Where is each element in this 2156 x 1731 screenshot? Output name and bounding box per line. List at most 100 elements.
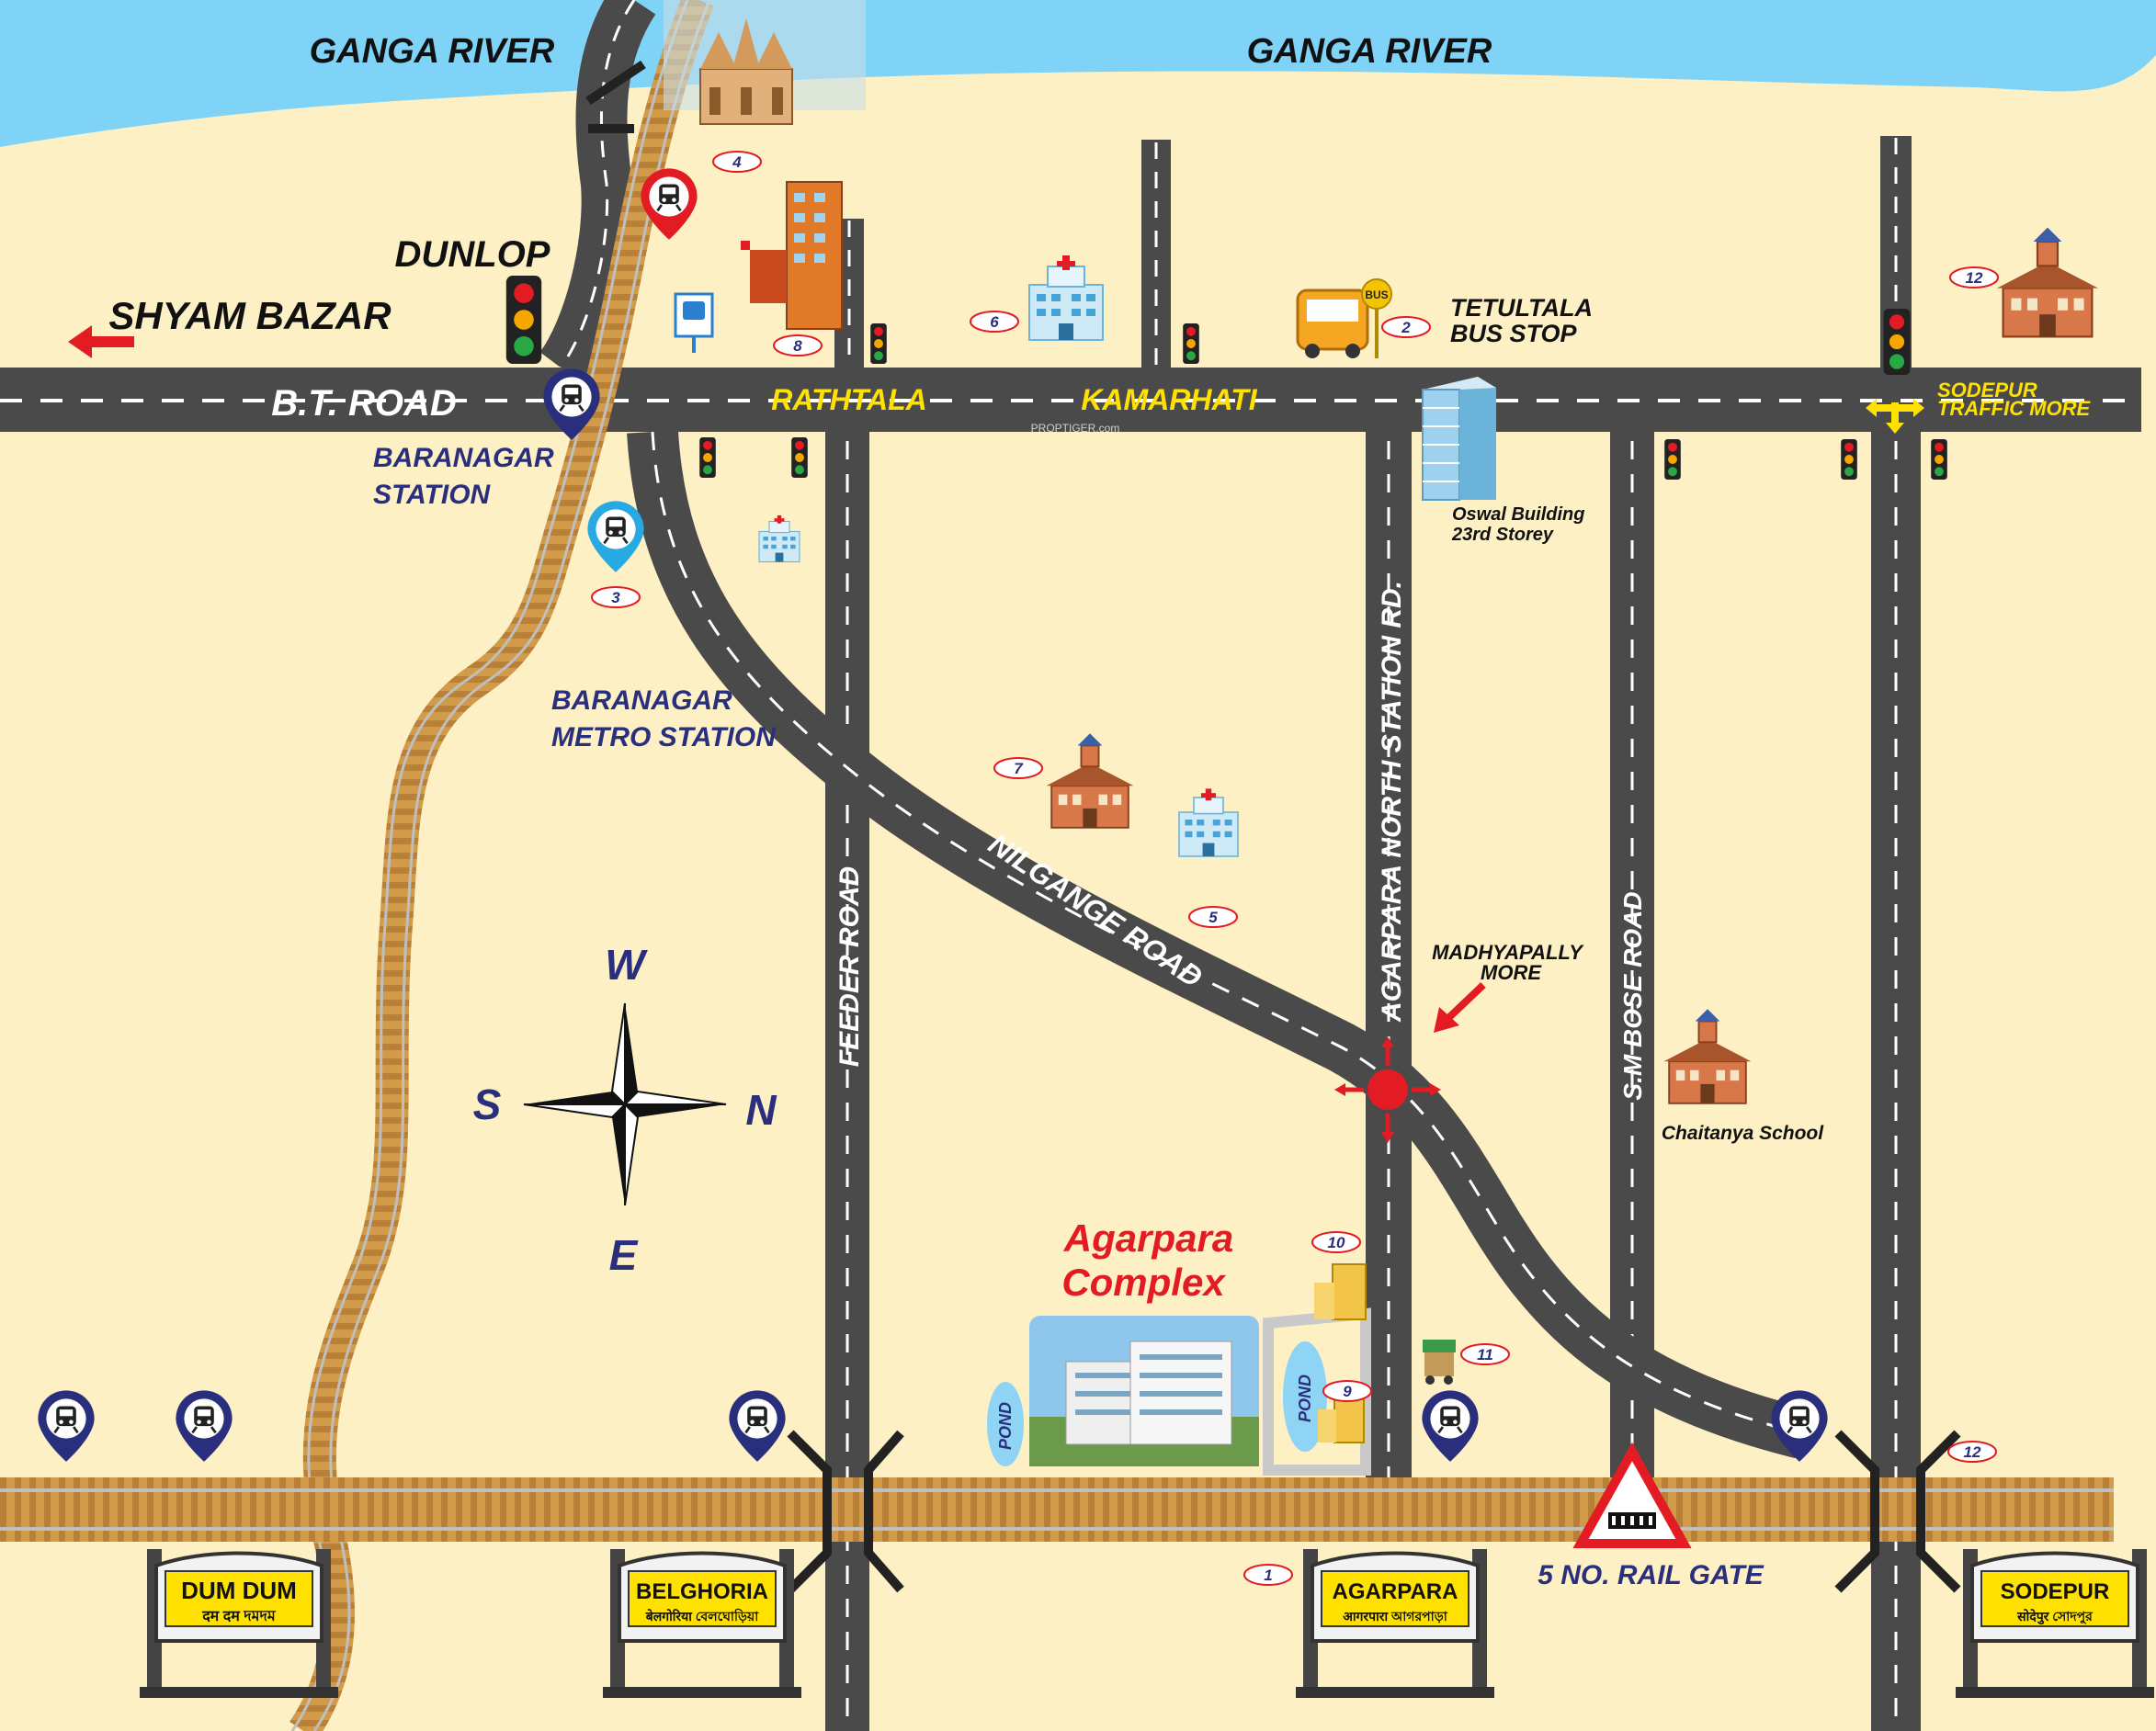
arrow-icon xyxy=(68,325,134,358)
label-sodepur-more-1: SODEPUR xyxy=(1937,379,2037,402)
ganga-river xyxy=(0,0,2156,147)
school-icon xyxy=(1045,732,1135,829)
metro-marker-icon[interactable] xyxy=(1421,1389,1480,1464)
project-name-line2: Complex xyxy=(1061,1261,1226,1304)
hospital-icon xyxy=(758,515,800,563)
label-oswal-1: Oswal Building xyxy=(1452,504,1584,525)
station-board: AGARPARA आगरपारा আগরপাড়া xyxy=(1296,1549,1494,1698)
school-icon xyxy=(1995,226,2100,338)
svg-text:बेलगोरिया বেলঘোড়িয়া: बेलगोरिया বেলঘোড়িয়া xyxy=(645,1608,759,1624)
watermark: PROPTIGER.com xyxy=(1031,422,1120,435)
traffic-light-icon xyxy=(1931,439,1947,480)
marker-badge[interactable]: 1 xyxy=(1243,1564,1293,1586)
traffic-light-icon xyxy=(791,437,808,478)
svg-text:BUS: BUS xyxy=(1365,288,1388,301)
metro-marker-icon[interactable] xyxy=(728,1389,787,1464)
river-label-right: GANGA RIVER xyxy=(1247,32,1492,71)
label-tetultala-2: BUS STOP xyxy=(1450,320,1578,347)
svg-text:2: 2 xyxy=(1401,319,1411,336)
rail-barriers xyxy=(787,1430,1961,1593)
marker-badge[interactable]: 11 xyxy=(1460,1343,1510,1365)
compass-e: E xyxy=(609,1231,639,1279)
svg-text:4: 4 xyxy=(732,153,742,171)
svg-text:SODEPUR: SODEPUR xyxy=(2001,1579,2110,1604)
gate-landmark-icon xyxy=(1314,1263,1367,1320)
marker-badge[interactable]: 3 xyxy=(591,586,641,608)
metro-marker-icon[interactable] xyxy=(37,1389,96,1464)
traffic-light-icon xyxy=(870,323,887,364)
marker-badge[interactable]: 2 xyxy=(1381,316,1431,338)
svg-text:आगरपारा আগরপাড়া: आगरपारा আগরপাড়া xyxy=(1343,1609,1447,1624)
label-rathtala: RATHTALA xyxy=(771,383,926,416)
rail-line-main xyxy=(0,1477,2114,1542)
traffic-light-icon xyxy=(1841,439,1857,480)
svg-text:3: 3 xyxy=(611,589,620,606)
oswal-building-icon xyxy=(1422,377,1496,501)
svg-text:BELGHORIA: BELGHORIA xyxy=(636,1579,768,1604)
bus-stop-sign-icon: BUS xyxy=(1361,278,1392,358)
river-label-left: GANGA RIVER xyxy=(310,32,555,71)
svg-text:POND: POND xyxy=(1296,1375,1314,1422)
label-sodepur-more-2: TRAFFIC MORE xyxy=(1937,397,2092,420)
side-roads-north xyxy=(834,136,1912,371)
label-baranagar-metro-1: BARANAGAR xyxy=(551,685,732,716)
svg-text:POND: POND xyxy=(996,1402,1015,1450)
compass-w: W xyxy=(605,941,648,989)
label-feeder-road: FEEDER ROAD xyxy=(834,866,865,1067)
marker-badge[interactable]: 10 xyxy=(1311,1231,1361,1253)
marker-badge[interactable]: 12 xyxy=(1947,1441,1997,1463)
svg-text:8: 8 xyxy=(793,337,802,355)
svg-text:12: 12 xyxy=(1964,1443,1981,1461)
svg-text:6: 6 xyxy=(990,313,999,331)
label-shyam-bazar: SHYAM BAZAR xyxy=(108,294,391,337)
label-agarpara-north-station-rd: AGARPARA NORTH STATION RD. xyxy=(1377,581,1407,1023)
label-dunlop: DUNLOP xyxy=(395,234,550,275)
metro-marker-icon[interactable] xyxy=(586,500,645,574)
svg-text:DUM DUM: DUM DUM xyxy=(181,1577,297,1604)
label-madhyapally-1: MADHYAPALLY xyxy=(1432,941,1584,964)
project-building-image[interactable] xyxy=(1029,1316,1259,1466)
label-baranagar-station-1: BARANAGAR xyxy=(373,443,554,473)
marker-badge[interactable]: 9 xyxy=(1322,1380,1372,1402)
traffic-light-icon xyxy=(1183,323,1199,364)
svg-text:11: 11 xyxy=(1477,1346,1493,1363)
marker-badge[interactable]: 4 xyxy=(712,151,762,173)
label-madhyapally-2: MORE xyxy=(1481,961,1542,984)
svg-text:10: 10 xyxy=(1328,1234,1345,1251)
label-sm-bose-road: S.M BOSE ROAD xyxy=(1618,891,1647,1100)
compass-s: S xyxy=(473,1080,502,1128)
school-icon xyxy=(1662,1008,1753,1104)
bus-icon xyxy=(1296,288,1369,358)
pond-left: POND xyxy=(987,1382,1024,1466)
arrow-icon xyxy=(1866,399,1924,434)
marker-badge[interactable]: 5 xyxy=(1188,906,1238,928)
svg-text:दम दम দমদম: दम दम দমদম xyxy=(201,1609,277,1624)
compass-icon xyxy=(523,1002,727,1206)
svg-text:1: 1 xyxy=(1264,1567,1272,1584)
svg-text:सोदेपुर সোদপুর: सोदेपुर সোদপুর xyxy=(2016,1609,2094,1625)
label-tetultala-1: TETULTALA xyxy=(1450,294,1593,322)
label-kamarhati: KAMARHATI xyxy=(1081,383,1257,416)
station-board: BELGHORIA बेलगोरिया বেলঘোড়িয়া xyxy=(603,1549,801,1698)
marker-badge[interactable]: 8 xyxy=(773,334,823,356)
svg-text:7: 7 xyxy=(1014,760,1024,777)
label-bt-road: B.T. ROAD xyxy=(271,383,456,424)
svg-text:9: 9 xyxy=(1343,1383,1352,1400)
label-rail-gate: 5 NO. RAIL GATE xyxy=(1538,1560,1765,1590)
rail-gate-warning-icon xyxy=(1572,1442,1692,1548)
label-baranagar-station-2: STATION xyxy=(373,480,492,510)
label-oswal-2: 23rd Storey xyxy=(1451,525,1554,545)
temple-icon xyxy=(664,0,866,125)
station-board: DUM DUM दम दम দমদম xyxy=(140,1549,338,1698)
market-cart-icon xyxy=(1423,1340,1456,1385)
traffic-light-icon xyxy=(1664,439,1681,480)
marker-badge[interactable]: 12 xyxy=(1949,266,1999,288)
marker-badge[interactable]: 6 xyxy=(970,311,1019,333)
svg-text:12: 12 xyxy=(1966,269,1983,287)
label-chaitanya-school: Chaitanya School xyxy=(1662,1123,1824,1144)
traffic-light-icon xyxy=(505,276,542,364)
metro-marker-icon[interactable] xyxy=(175,1389,233,1464)
marker-badge[interactable]: 7 xyxy=(993,757,1043,779)
rail-line-north xyxy=(289,0,714,1731)
